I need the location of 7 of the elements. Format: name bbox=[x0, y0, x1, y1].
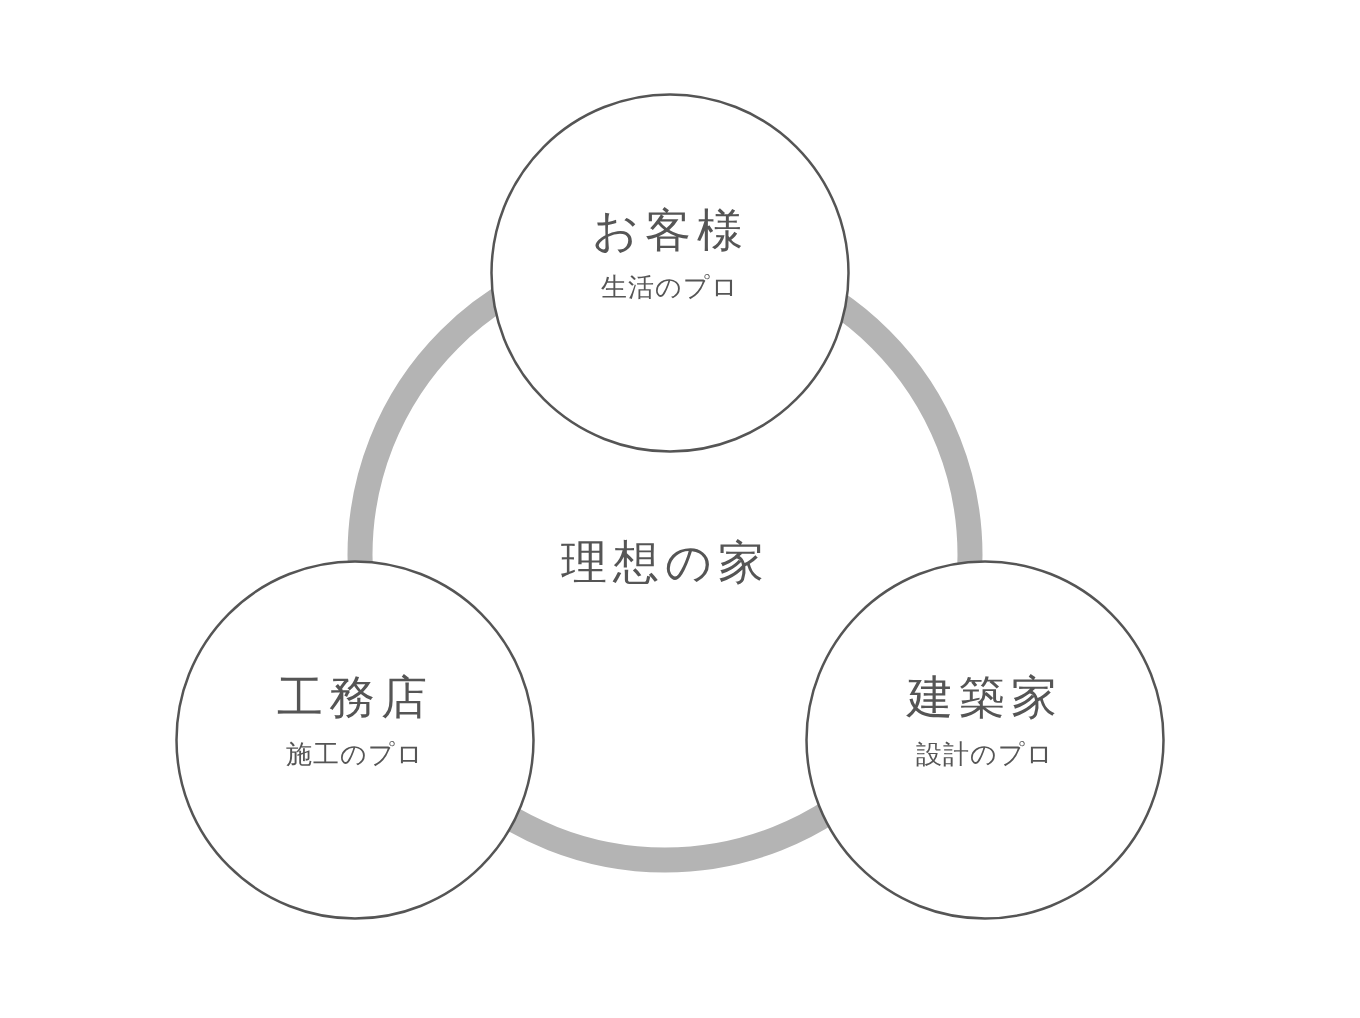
center-label: 理想の家 bbox=[559, 534, 771, 591]
role-subtitle: 設計のプロ bbox=[915, 738, 1055, 771]
role-subtitle: 生活のプロ bbox=[600, 271, 740, 304]
role-title: お客様 bbox=[590, 202, 750, 259]
role-title: 建築家 bbox=[905, 669, 1064, 726]
role-title: 工務店 bbox=[276, 669, 434, 726]
role-subtitle: 施工のプロ bbox=[285, 738, 425, 771]
